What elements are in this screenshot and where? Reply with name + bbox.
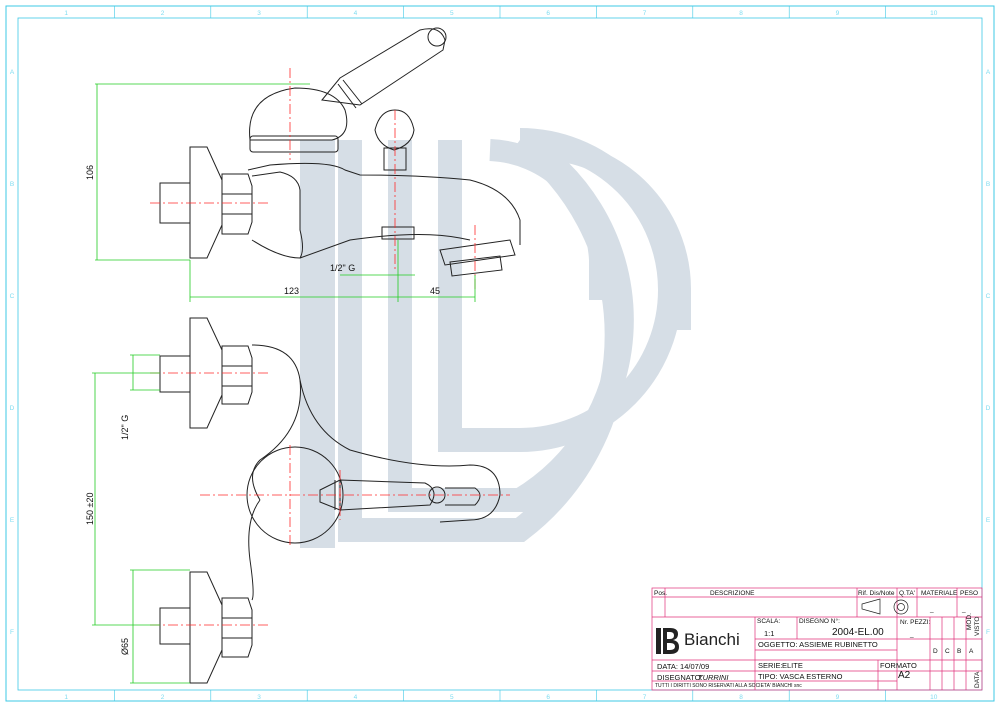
weight-value: _ bbox=[962, 606, 966, 613]
rev-a: A bbox=[969, 648, 974, 655]
border-col-label: 3 bbox=[257, 694, 261, 701]
border-col-label: 2 bbox=[161, 10, 165, 17]
dim-thread-left: 1/2" G bbox=[120, 415, 130, 440]
border-row-label: B bbox=[10, 181, 14, 188]
drawing-number-label: DISEGNO N°: bbox=[799, 618, 840, 625]
rev-d: D bbox=[933, 648, 938, 655]
scale-value: 1:1 bbox=[764, 629, 775, 638]
border-col-label: 7 bbox=[643, 694, 647, 701]
border-col-label: 10 bbox=[930, 694, 938, 701]
description-header: DESCRIZIONE bbox=[710, 590, 755, 597]
visto-label: VISTO bbox=[974, 616, 981, 636]
border-row-label: B bbox=[986, 181, 990, 188]
border-row-label: E bbox=[10, 517, 15, 524]
symbol-icons bbox=[861, 598, 909, 615]
rights-text: TUTTI I DIRITTI SONO RISERVATI ALLA SOCI… bbox=[655, 683, 802, 689]
dim-thread-top: 1/2" G bbox=[330, 263, 355, 273]
ref-header: Rif. Dis/Note bbox=[858, 590, 895, 597]
date-column-label: DATA bbox=[974, 671, 981, 688]
brand-name: Bianchi bbox=[684, 630, 740, 649]
object-text: OGGETTO: ASSIEME RUBINETTO bbox=[758, 640, 878, 649]
drawing-number-value: 2004-EL.00 bbox=[832, 627, 884, 638]
date-text: DATA: 14/07/09 bbox=[657, 662, 710, 671]
bianchi-logo: Bianchi bbox=[656, 628, 756, 654]
title-block-grid bbox=[651, 587, 983, 691]
series-label: SERIE: bbox=[758, 661, 783, 670]
border-col-label: 6 bbox=[546, 694, 550, 701]
border-col-label: 5 bbox=[450, 10, 454, 17]
border-col-label: 6 bbox=[546, 10, 550, 17]
border-col-label: 9 bbox=[836, 10, 840, 17]
pieces-value: _ bbox=[910, 631, 914, 638]
drawn-by-value: TURRINI bbox=[698, 673, 729, 682]
scale-label: SCALA: bbox=[757, 618, 781, 625]
border-row-label: A bbox=[986, 69, 991, 76]
border-row-label: C bbox=[10, 293, 15, 300]
border-col-label: 4 bbox=[354, 10, 358, 17]
border-col-label: 4 bbox=[354, 694, 358, 701]
series-value: ELITE bbox=[782, 661, 803, 670]
border-row-label: E bbox=[986, 517, 991, 524]
material-header: MATERIALE bbox=[921, 590, 958, 597]
border-col-label: 10 bbox=[930, 10, 938, 17]
border-row-label: A bbox=[10, 69, 15, 76]
rev-c: C bbox=[945, 648, 950, 655]
border-col-label: 5 bbox=[450, 694, 454, 701]
mod-label: MOD. bbox=[966, 613, 973, 630]
border-row-label: F bbox=[10, 629, 14, 636]
bianchi-mark-icon bbox=[656, 628, 679, 654]
pos-header: Pos. bbox=[654, 590, 668, 597]
border-row-label: C bbox=[986, 293, 991, 300]
border-col-label: 8 bbox=[739, 694, 743, 701]
drawn-by-label: DISEGNATO: bbox=[657, 673, 703, 682]
format-value: A2 bbox=[898, 670, 911, 681]
border-col-label: 7 bbox=[643, 10, 647, 17]
dim-center-distance: 150 ±20 bbox=[85, 493, 95, 525]
border-col-label: 3 bbox=[257, 10, 261, 17]
material-value: _ bbox=[930, 606, 934, 613]
front-view bbox=[159, 317, 501, 684]
dim-flange-diameter: Ø65 bbox=[120, 638, 130, 655]
title-block: Pos. DESCRIZIONE Rif. Dis/Note Q.TA' MAT… bbox=[652, 588, 982, 692]
type-text: TIPO: VASCA ESTERNO bbox=[758, 672, 843, 681]
dim-top-height: 106 bbox=[85, 165, 95, 180]
border-col-label: 2 bbox=[161, 694, 165, 701]
border-row-label: D bbox=[986, 405, 991, 412]
rev-b: B bbox=[957, 648, 962, 655]
dim-left-length: 123 bbox=[284, 286, 299, 296]
format-label: FORMATO bbox=[880, 661, 917, 670]
border-row-label: D bbox=[10, 405, 15, 412]
pieces-label: Nr. PEZZI: bbox=[900, 619, 931, 626]
dim-spout-length: 45 bbox=[430, 286, 440, 296]
border-col-label: 1 bbox=[64, 10, 68, 17]
border-col-label: 1 bbox=[64, 694, 68, 701]
weight-header: PESO bbox=[960, 590, 979, 597]
bianchi-watermark bbox=[300, 128, 692, 548]
qty-header: Q.TA' bbox=[899, 590, 915, 597]
border-row-label: F bbox=[986, 629, 990, 636]
border-col-label: 9 bbox=[836, 694, 840, 701]
border-col-label: 8 bbox=[739, 10, 743, 17]
